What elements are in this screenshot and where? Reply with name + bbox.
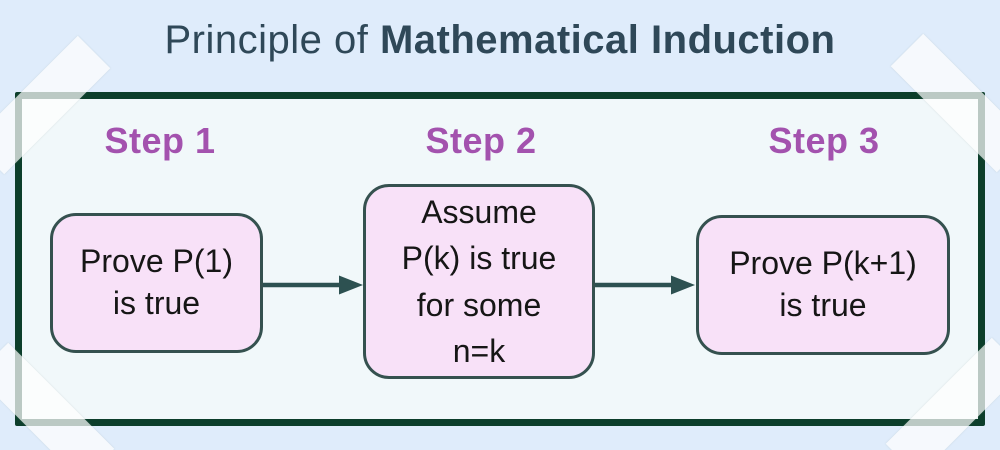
tape-bottom-left xyxy=(0,342,115,450)
step-1-box: Prove P(1) is true xyxy=(50,213,263,353)
arrow-step1-to-step2-icon xyxy=(263,275,363,295)
step-2-label: Step 2 xyxy=(425,120,537,161)
step-3-box: Prove P(k+1) is true xyxy=(696,215,950,355)
step-box-line: n=k xyxy=(452,332,506,369)
step-1-label: Step 1 xyxy=(104,120,216,161)
title-emphasis: Mathematical Induction xyxy=(379,18,836,62)
step-box-line: P(k) is true xyxy=(401,240,557,277)
arrow-step2-to-step3-icon xyxy=(595,275,695,295)
step-2-box: Assume P(k) is true for some n=k xyxy=(363,184,595,379)
step-3-label: Step 3 xyxy=(768,120,880,161)
step-box-line: Assume xyxy=(421,193,537,230)
step-box-line: for some xyxy=(416,286,542,323)
page-title: Principle of Mathematical Induction xyxy=(0,16,1000,64)
title-prefix: Principle of xyxy=(164,18,380,62)
step-box-line: Prove P(1) xyxy=(80,243,233,280)
step-box-line: Prove P(k+1) xyxy=(729,245,917,282)
diagram-board: Step 1 Step 2 Step 3 Prove P(1) is true … xyxy=(0,33,1000,450)
step-box-line: is true xyxy=(112,285,201,321)
step-box-line: is true xyxy=(779,287,867,323)
